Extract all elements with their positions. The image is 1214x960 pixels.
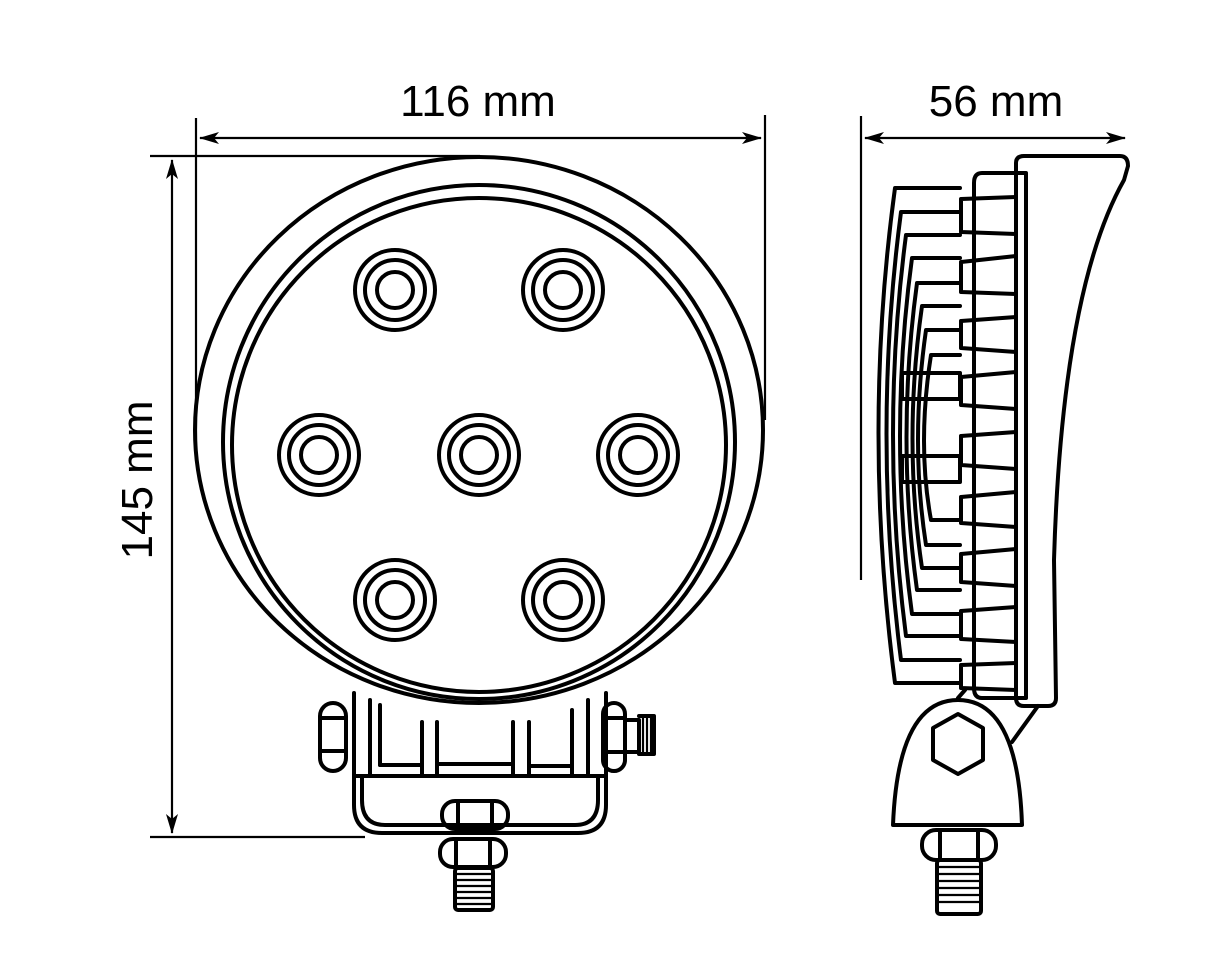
mounting-bracket [352, 691, 608, 835]
led-7 [521, 558, 605, 642]
led-5 [596, 413, 680, 497]
height-label: 145 mm [113, 401, 162, 560]
hex-bolt-head [931, 712, 985, 776]
rear-housing [1014, 154, 1130, 708]
width-label: 116 mm [400, 77, 556, 126]
housing-outer-ring [193, 155, 765, 705]
side-mount [891, 688, 1040, 916]
side-stub-lower [900, 454, 962, 484]
depth-label: 56 mm [929, 77, 1063, 126]
front-view [193, 155, 765, 912]
led-6 [353, 558, 437, 642]
mount-nut [920, 828, 998, 862]
led-3 [277, 413, 361, 497]
heat-sink-fins [959, 195, 1018, 692]
lens-ring [230, 196, 728, 694]
led-2 [521, 248, 605, 332]
side-stub-upper [900, 371, 962, 401]
left-pivot-knob [318, 701, 348, 773]
lens-profile-arcs [876, 186, 962, 685]
bottom-mount-bolt [438, 799, 510, 912]
mount-dome [891, 698, 1024, 827]
led-4 [437, 413, 521, 497]
width-dimension: 116 mm [194, 77, 767, 450]
height-dimension: 145 mm [113, 154, 480, 839]
bezel-ring [221, 183, 737, 701]
led-1 [353, 248, 437, 332]
side-view [876, 154, 1130, 916]
right-pivot-bolt [601, 701, 656, 773]
led-array [277, 248, 680, 642]
depth-dimension: 56 mm [859, 77, 1126, 580]
